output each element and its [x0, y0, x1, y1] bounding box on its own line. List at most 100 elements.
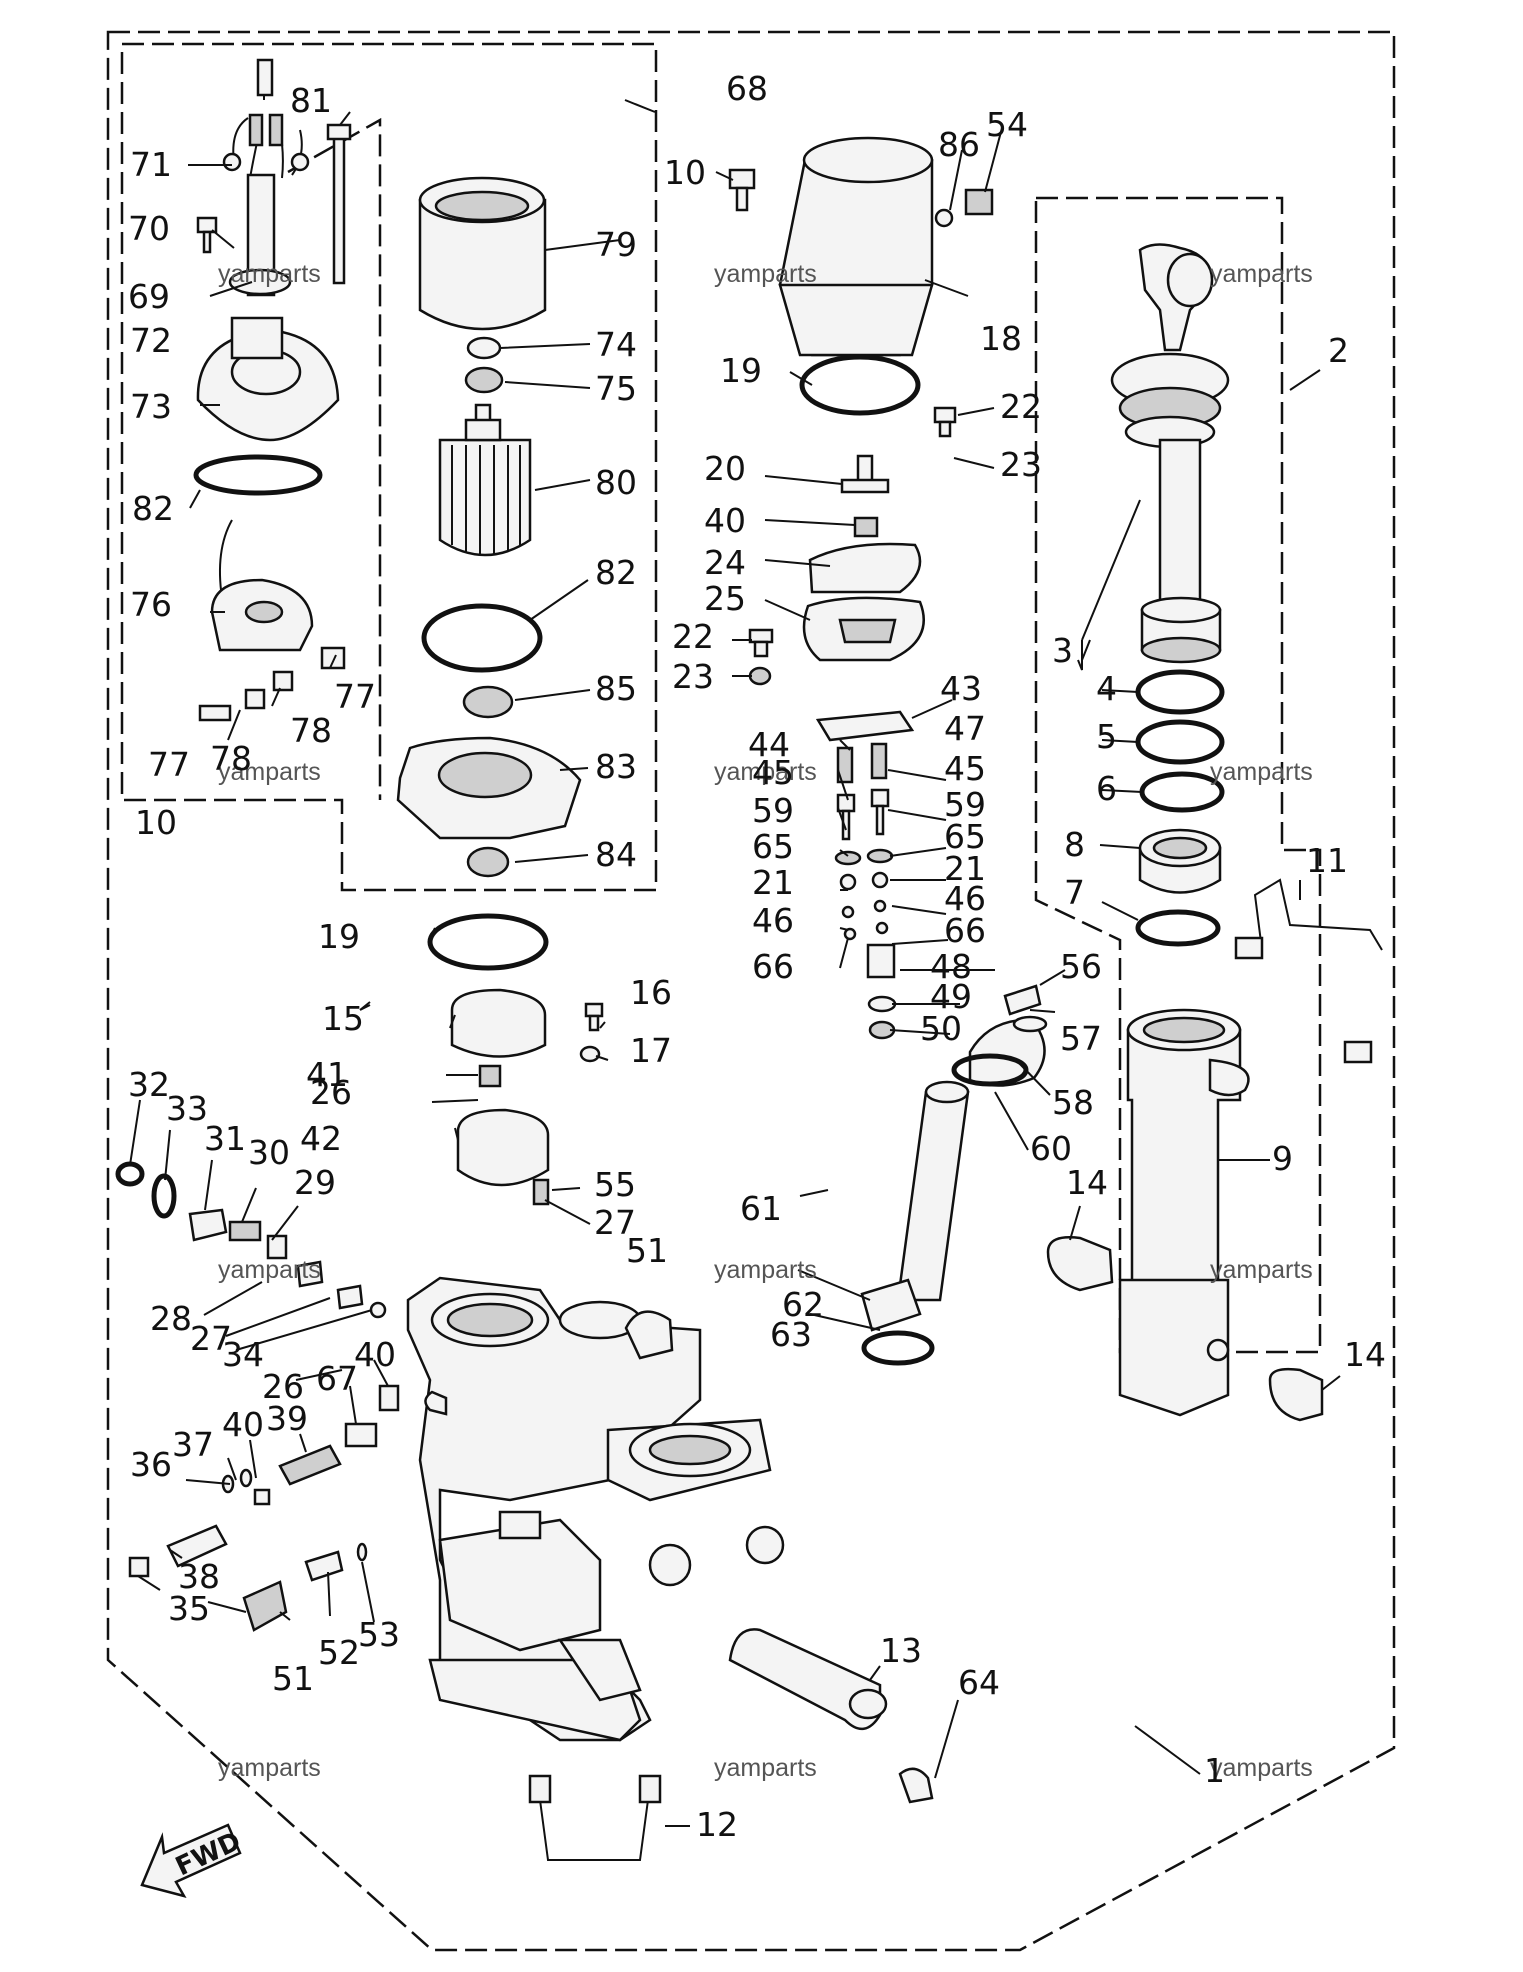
- callout-14: 14: [1344, 1335, 1386, 1374]
- callout-69: 69: [128, 277, 170, 316]
- fwd-direction-marker: FWD: [140, 1823, 245, 1898]
- assembly-boundary-1: [106, 30, 1396, 1952]
- callout-59: 59: [944, 785, 986, 824]
- callout-16: 16: [630, 973, 672, 1012]
- bearing-75: [464, 366, 504, 394]
- callout-51: 51: [626, 1231, 668, 1270]
- callout-74: 74: [595, 325, 637, 364]
- callout-53: 53: [358, 1615, 400, 1654]
- callout-36: 36: [130, 1445, 172, 1484]
- callout-25: 25: [704, 579, 746, 618]
- callout-77: 77: [334, 677, 376, 716]
- part-callouts: 81 71 70 69 72 73 82 76 77 78 77 78 10 6…: [128, 69, 1386, 1844]
- cylinder-base: [1118, 1278, 1230, 1417]
- callout-15: 15: [322, 999, 364, 1038]
- callout-77: 77: [148, 745, 190, 784]
- callout-21: 21: [944, 849, 986, 888]
- callout-28: 28: [150, 1299, 192, 1338]
- callout-63: 63: [770, 1315, 812, 1354]
- callout-45: 45: [944, 749, 986, 788]
- callout-78: 78: [290, 711, 332, 750]
- callout-82: 82: [132, 489, 174, 528]
- callout-10: 10: [135, 803, 177, 842]
- callout-46: 46: [944, 879, 986, 918]
- tube-12: [539, 1799, 649, 1861]
- callout-66: 66: [944, 911, 986, 950]
- cylinder-group-boundary-2: [1034, 196, 1322, 1354]
- callout-10: 10: [664, 153, 706, 192]
- callout-73: 73: [130, 387, 172, 426]
- pin-13: [728, 1628, 882, 1730]
- callout-62: 62: [782, 1285, 824, 1324]
- callout-26: 26: [262, 1367, 304, 1406]
- callout-40: 40: [354, 1335, 396, 1374]
- callout-37: 37: [172, 1425, 214, 1464]
- spring-44: [836, 746, 854, 784]
- callout-27: 27: [190, 1319, 232, 1358]
- reservoir-assembly: [728, 136, 994, 1040]
- callout-27: 27: [594, 1203, 636, 1242]
- callout-56: 56: [1060, 947, 1102, 986]
- callout-44: 44: [748, 725, 790, 764]
- callout-48: 48: [930, 947, 972, 986]
- callout-40: 40: [704, 501, 746, 540]
- callout-66: 66: [752, 947, 794, 986]
- valve-48: [866, 943, 896, 979]
- callout-65: 65: [944, 817, 986, 856]
- callout-1: 1: [1204, 1751, 1225, 1790]
- armature-column: [396, 176, 582, 878]
- callout-5: 5: [1096, 717, 1117, 756]
- pump-body: [406, 913, 785, 1742]
- callout-8: 8: [1064, 825, 1085, 864]
- callout-71: 71: [130, 145, 172, 184]
- callout-81: 81: [290, 81, 332, 120]
- callout-70: 70: [128, 209, 170, 248]
- callout-75: 75: [595, 369, 637, 408]
- callout-33: 33: [166, 1089, 208, 1128]
- plate-24: [808, 542, 922, 594]
- callout-46: 46: [752, 901, 794, 940]
- o-ring-82-center: [421, 603, 543, 673]
- callout-60: 60: [1030, 1129, 1072, 1168]
- callout-11: 11: [1306, 841, 1348, 880]
- tilt-cylinder: [1046, 243, 1383, 1422]
- callout-26: 26: [310, 1073, 352, 1112]
- motor-group-boundary-68: [120, 42, 658, 892]
- callout-13: 13: [880, 1631, 922, 1670]
- callout-55: 55: [594, 1165, 636, 1204]
- watermark: yamparts: [714, 758, 817, 786]
- yoke-79: [418, 198, 547, 331]
- callout-9: 9: [1272, 1139, 1293, 1178]
- watermark: yamparts: [218, 1754, 321, 1782]
- callout-22: 22: [1000, 387, 1042, 426]
- callout-85: 85: [595, 669, 637, 708]
- callout-35: 35: [168, 1589, 210, 1628]
- piston-rod: [1158, 438, 1202, 612]
- callout-57: 57: [1060, 1019, 1102, 1058]
- callout-79: 79: [595, 225, 637, 264]
- callout-6: 6: [1096, 769, 1117, 808]
- callout-20: 20: [704, 449, 746, 488]
- callout-19: 19: [318, 917, 360, 956]
- callout-2: 2: [1328, 331, 1349, 370]
- callout-23: 23: [672, 657, 714, 696]
- callout-17: 17: [630, 1031, 672, 1070]
- motor-assembly: [193, 58, 352, 722]
- filter-20: [840, 454, 890, 494]
- fitting-51-top: [624, 1310, 674, 1360]
- watermark: yamparts: [218, 260, 321, 288]
- callout-14: 14: [1066, 1163, 1108, 1202]
- callout-52: 52: [318, 1633, 360, 1672]
- shaft-61: [896, 1090, 970, 1302]
- callout-29: 29: [294, 1163, 336, 1202]
- o-ring-7: [1135, 909, 1221, 947]
- motor-subgroup-boundary: [287, 117, 382, 800]
- callout-3: 3: [1052, 631, 1073, 670]
- callout-38: 38: [178, 1557, 220, 1596]
- callout-84: 84: [595, 835, 637, 874]
- leader-lines: [129, 99, 1341, 1827]
- callout-59: 59: [752, 791, 794, 830]
- callout-39: 39: [266, 1399, 308, 1438]
- callout-83: 83: [595, 747, 637, 786]
